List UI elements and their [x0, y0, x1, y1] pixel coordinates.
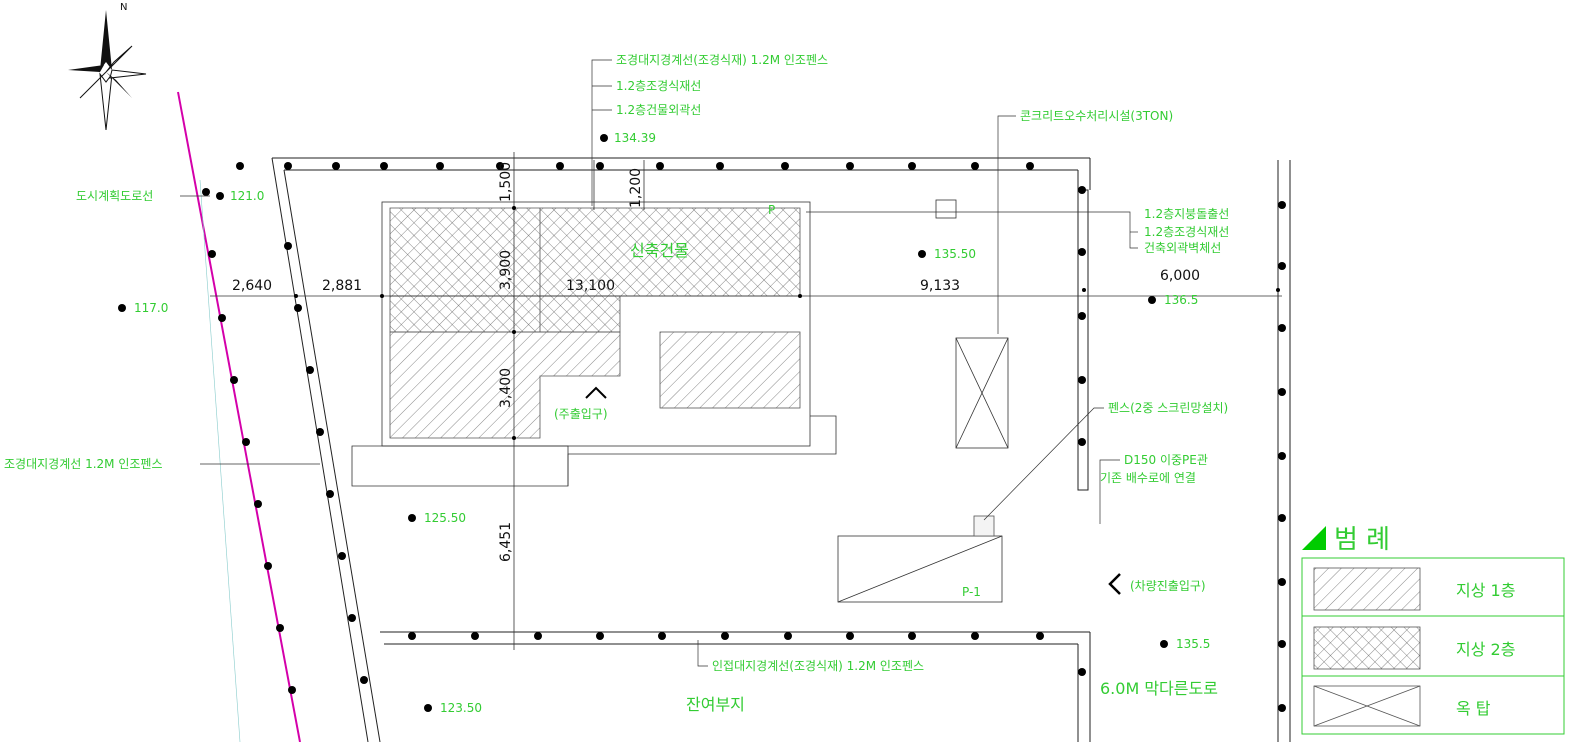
septic-label: 콘크리트오수처리시설(3TON) [1020, 109, 1173, 123]
legend-title: 범 례 [1334, 525, 1390, 555]
roof-projection-label: 1.2층지붕돌출선 [1144, 207, 1229, 221]
elev-right-label: 136.5 [1164, 293, 1198, 307]
elev-low-label: 125.50 [424, 511, 466, 525]
dim-6000: 6,000 [1160, 268, 1200, 284]
road-label: 6.0M 막다른도로 [1100, 679, 1218, 698]
legend: 범 례 지상 1층 지상 2층 옥 탑 [1301, 525, 1565, 735]
road-edge-line [199, 179, 241, 742]
dim-2640: 2,640 [232, 278, 272, 294]
site-left-edge-a [271, 157, 369, 742]
elev-left-top-label: 121.0 [230, 189, 264, 203]
fence-note-label: 펜스(2중 스크린망설치) [1108, 401, 1228, 415]
drain-note-line2: 기존 배수로에 연결 [1100, 471, 1196, 485]
left-fence-label: 조경대지경계선 1.2M 인조펜스 [4, 457, 163, 471]
city-plan-road-label: 도시계획도로선 [76, 189, 153, 203]
legend-item-floor2: 지상 2층 [1456, 640, 1515, 659]
leader-lines [180, 59, 1138, 667]
dim-1200: 1,200 [628, 168, 644, 208]
dim-13100: 13,100 [566, 278, 615, 294]
dimension-lines [210, 152, 1282, 650]
elev-left-label: 117.0 [134, 301, 168, 315]
city-plan-road-line [177, 91, 301, 742]
dim-9133: 9,133 [920, 278, 960, 294]
fence-posts [202, 162, 1286, 712]
north-arrow: N [68, 2, 147, 131]
right-landscape-line-label: 1.2층조경식재선 [1144, 225, 1229, 239]
parking-area: P-1 [837, 515, 1003, 603]
septic-tank [935, 199, 1009, 449]
legend-item-floor1: 지상 1층 [1456, 581, 1515, 600]
north-label: N [120, 2, 127, 13]
building-label: 신축건물 [630, 241, 689, 260]
dim-3900: 3,900 [498, 250, 514, 290]
top-building-outline-label: 1.2층건물외곽선 [616, 103, 701, 117]
dimension-ticks [294, 206, 1280, 440]
elev-bottom-left-label: 123.50 [440, 701, 482, 715]
dim-6451: 6,451 [498, 522, 514, 562]
dim-2881: 2,881 [322, 278, 362, 294]
site-left-edge-b [283, 169, 381, 742]
car-entrance-label: (차량진출입구) [1130, 579, 1206, 593]
dim-1500: 1,500 [498, 162, 514, 202]
building: 신축건물 P [351, 201, 837, 487]
building-p-label: P [768, 203, 775, 217]
elev-lower-right-label: 135.5 [1176, 637, 1210, 651]
bottom-fence-label: 인접대지경계선(조경식재) 1.2M 인조펜스 [712, 659, 924, 673]
legend-swatch-rooftop [1313, 685, 1421, 727]
elevation-markers [118, 134, 1168, 712]
top-landscape-line-label: 1.2층조경식재선 [616, 79, 701, 93]
remaining-land-label: 잔여부지 [686, 695, 745, 714]
outer-wall-line-label: 건축외곽벽체선 [1144, 241, 1221, 255]
main-entrance-label: (주출입구) [554, 407, 608, 421]
site-boundary [272, 157, 1291, 742]
elev-mid-label: 135.50 [934, 247, 976, 261]
drain-note-line1: D150 이중PE관 [1124, 453, 1208, 467]
legend-swatch-floor1 [1313, 567, 1421, 611]
dim-3400: 3,400 [498, 368, 514, 408]
top-fence-label: 조경대지경계선(조경식재) 1.2M 인조펜스 [616, 53, 828, 67]
parking-label: P-1 [962, 585, 981, 599]
legend-item-rooftop: 옥 탑 [1456, 699, 1491, 718]
elev-top-label: 134.39 [614, 131, 656, 145]
